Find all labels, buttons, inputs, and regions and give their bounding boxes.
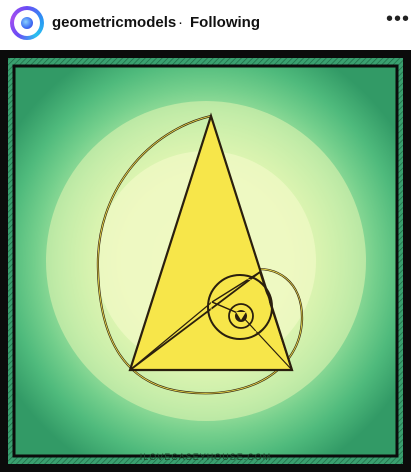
avatar[interactable] [10,6,44,40]
post-header: geometricmodels · Following ••• [0,0,411,50]
username-link[interactable]: geometricmodels [52,14,177,31]
watermark-text: ILOVECASEYHOUSE.COM [139,452,272,462]
more-options-icon[interactable]: ••• [386,8,411,30]
golden-triangle [128,112,294,372]
post-image[interactable] [0,50,411,472]
separator-dot: · [178,14,183,31]
geometric-artwork [0,50,411,472]
following-button[interactable]: Following [190,14,260,31]
